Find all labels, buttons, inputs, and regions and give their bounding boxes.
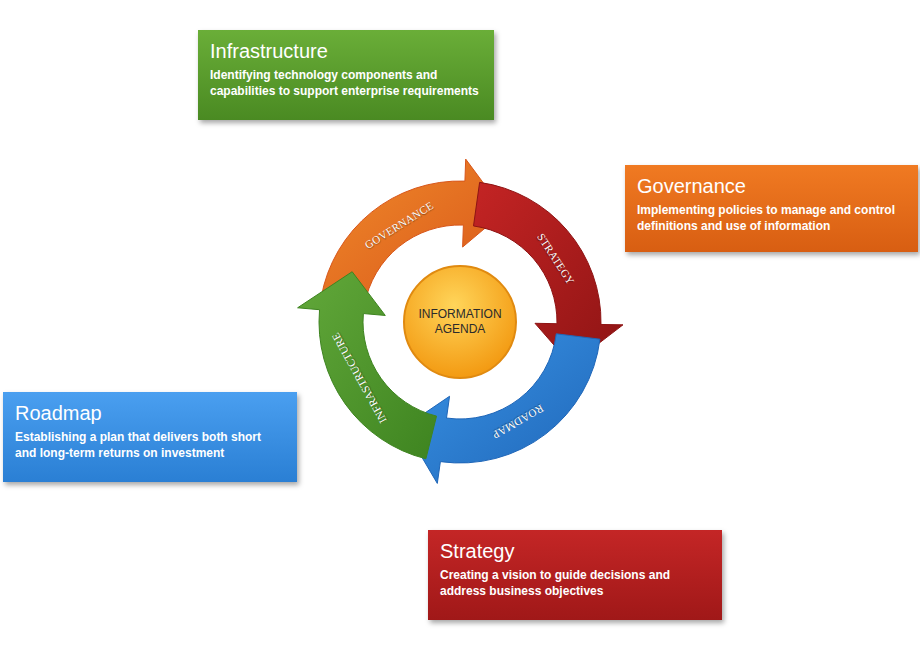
callout-box: InfrastructureIdentifying technology com… [198, 30, 494, 120]
callout-heading: Strategy [440, 539, 710, 563]
callout-description: Establishing a plan that delivers both s… [15, 429, 285, 461]
center-label: INFORMATION AGENDA [415, 264, 505, 380]
callout-box: StrategyCreating a vision to guide decis… [428, 530, 722, 620]
callout-box: RoadmapEstablishing a plan that delivers… [3, 392, 297, 482]
callout-description: Implementing policies to manage and cont… [637, 202, 906, 234]
callout-heading: Roadmap [15, 401, 285, 425]
callout-description: Creating a vision to guide decisions and… [440, 567, 710, 599]
callout-heading: Infrastructure [210, 39, 482, 63]
callout-box: GovernanceImplementing policies to manag… [625, 165, 918, 252]
callout-heading: Governance [637, 174, 906, 198]
center-circle: INFORMATION AGENDA [402, 264, 518, 380]
callout-description: Identifying technology components and ca… [210, 67, 482, 99]
